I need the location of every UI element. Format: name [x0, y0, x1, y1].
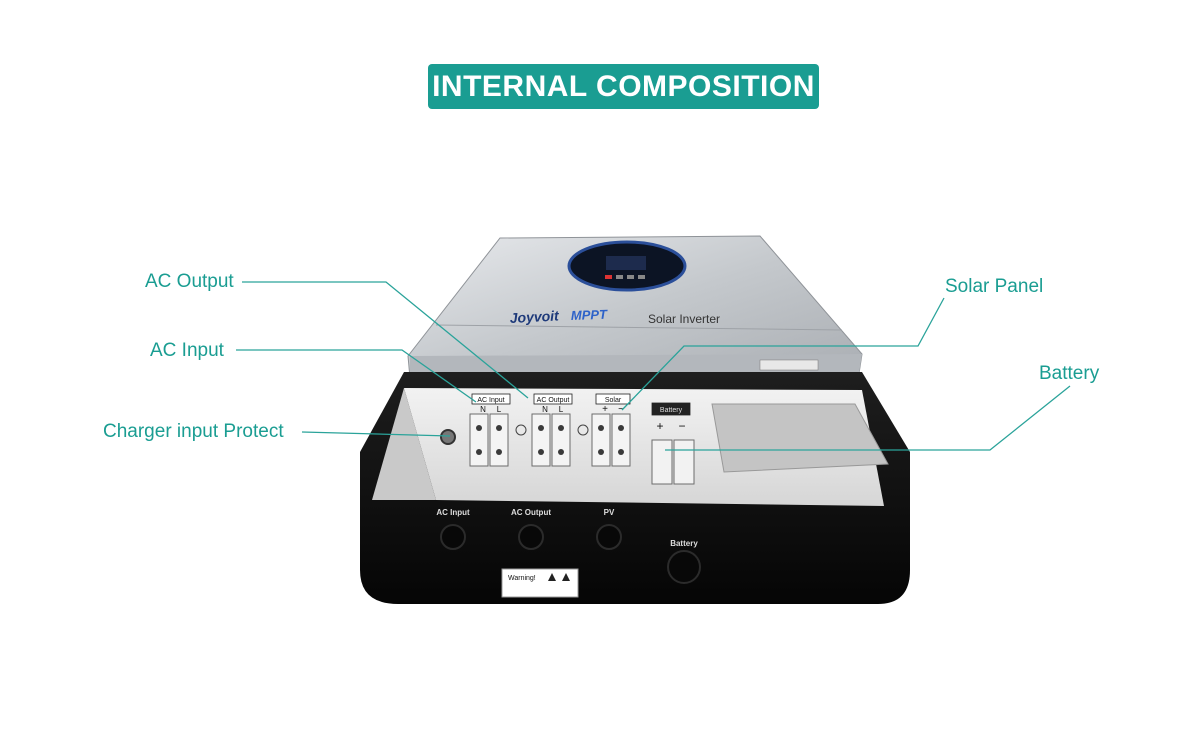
brand-logo: Joyvoit	[509, 307, 560, 326]
terminal-plus: +	[602, 404, 608, 415]
callout-ac-input: AC Input	[150, 340, 224, 361]
callout-battery: Battery	[1039, 363, 1100, 384]
terminal-minus: −	[618, 404, 624, 415]
spec-label	[759, 359, 819, 371]
terminal-l: L	[559, 405, 564, 414]
terminal-n: N	[542, 405, 548, 414]
leader-line-battery	[665, 385, 1071, 451]
battery-plus: +	[656, 419, 663, 433]
terminal-label-ac-output: AC Output	[537, 397, 570, 404]
battery-minus: −	[678, 419, 685, 433]
display-button	[616, 275, 623, 279]
display-button	[638, 275, 645, 279]
callout-charger-protect: Charger input Protect	[103, 421, 284, 442]
leader-line-charger-protect	[301, 431, 451, 437]
terminal-blocks	[469, 413, 631, 467]
terminal-l: L	[497, 405, 502, 414]
port-ac-output	[518, 524, 544, 550]
warning-icon	[548, 573, 556, 581]
warning-icon	[562, 573, 570, 581]
leader-lines	[236, 281, 1071, 451]
warning-text: Warning!	[508, 575, 536, 582]
leader-line-ac-output	[242, 281, 529, 399]
leader-line-ac-input	[236, 349, 477, 403]
terminal-label-ac-input: AC Input	[477, 397, 504, 404]
product-text: Solar Inverter	[648, 312, 720, 326]
battery-cover	[711, 403, 889, 473]
model-text: MPPT	[571, 307, 609, 323]
port-pv	[596, 524, 622, 550]
terminal-label-battery: Battery	[660, 407, 683, 414]
terminal-label-solar: Solar	[605, 397, 622, 404]
port-battery	[667, 550, 701, 584]
callout-ac-output: AC Output	[145, 271, 234, 292]
display-button	[605, 275, 612, 279]
port-ac-input	[440, 524, 466, 550]
port-label-ac-input: AC Input	[436, 508, 470, 517]
battery-terminal	[673, 439, 695, 485]
port-label-battery: Battery	[670, 539, 698, 548]
battery-terminal	[651, 439, 673, 485]
display-button	[627, 275, 634, 279]
port-label-ac-output: AC Output	[511, 508, 551, 517]
page-title: INTERNAL COMPOSITION	[428, 64, 819, 109]
warning-sticker	[501, 568, 579, 598]
callout-solar-panel: Solar Panel	[945, 276, 1044, 297]
port-label-pv: PV	[604, 508, 615, 517]
terminal-n: N	[480, 405, 486, 414]
charger-protect-fuse	[440, 429, 456, 445]
leader-line-solar-panel	[621, 297, 945, 411]
